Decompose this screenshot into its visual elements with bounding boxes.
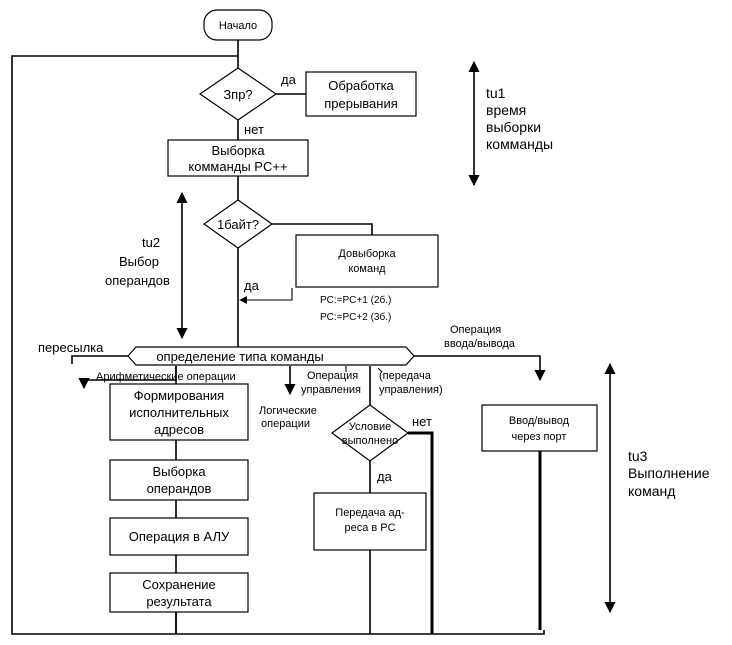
forwarding-label: пересылка	[38, 340, 104, 355]
fetch-operands-line1: Выборка	[152, 464, 206, 479]
pc-plus-two: PC:=PC+1 (2б.)	[320, 294, 391, 306]
additional-fetch-box: Довыборка команд	[295, 234, 439, 288]
tu2-line3: операндов	[105, 273, 170, 288]
io-port-line1: Ввод/вывод	[509, 415, 570, 427]
logical-operations-line2: операции	[261, 418, 310, 430]
transfer-address-line1: Передача ад-	[335, 507, 405, 519]
interrupt-yes-label: да	[281, 72, 297, 87]
io-port-box: Ввод/вывод через порт	[481, 404, 598, 452]
tu1-line1: tu1	[486, 85, 506, 101]
tu1-line2: время	[486, 102, 526, 118]
save-result-line2: результата	[146, 594, 212, 609]
io-port-line2: через порт	[512, 431, 567, 443]
tu1-line4: комманды	[486, 136, 553, 152]
time-arrows	[176, 60, 616, 614]
transfer-address-line2: реса в PC	[344, 522, 395, 534]
control-transfer-line2: управления)	[379, 384, 443, 396]
alu-operation-box: Операция в АЛУ	[109, 517, 249, 556]
pc-plus-three: PC:=PC+2 (3б.)	[320, 311, 391, 323]
interrupt-handling-line2: прерывания	[324, 96, 398, 111]
form-addresses-line3: адресов	[154, 422, 204, 437]
fetch-operands-line2: операндов	[147, 481, 212, 496]
form-addresses-line1: Формирования	[134, 388, 224, 403]
interrupt-handling-line1: Обработка	[328, 78, 394, 93]
condition-yes-label: да	[377, 469, 393, 484]
start-terminator: Начало	[203, 9, 273, 41]
fetch-operands-box: Выборка операндов	[109, 459, 249, 501]
connector-lines	[11, 40, 546, 635]
tu2-line2: Выбор	[119, 254, 159, 269]
tu1-annotation: tu1 время выборки комманды	[486, 85, 553, 152]
interrupt-handling-box: Обработка прерывания	[305, 71, 417, 117]
arithmetic-operations-label: Арифметические операции	[96, 371, 236, 383]
control-operation-line1: Операция	[307, 370, 358, 382]
control-operation-line2: управления	[301, 384, 361, 396]
fetch-command-line1: Выборка	[211, 143, 265, 158]
form-addresses-line2: исполнительных	[129, 405, 229, 420]
transfer-address-box: Передача ад- реса в PC	[313, 492, 427, 551]
tu3-annotation: tu3 Выполнение команд	[628, 448, 710, 499]
io-operation-line2: ввода/вывода	[444, 338, 516, 350]
tu3-line2: Выполнение	[628, 465, 710, 481]
tu2-annotation: tu2 Выбор операндов	[105, 235, 170, 288]
one-byte-yes-label: да	[244, 278, 260, 293]
io-operation-line1: Операция	[450, 324, 501, 336]
tu3-line1: tu3	[628, 448, 648, 464]
one-byte-decision: 1байт?	[202, 199, 274, 249]
condition-line2: выполнено	[342, 435, 398, 447]
interrupt-no-label: нет	[244, 122, 264, 137]
command-type-box: определение типа команды	[127, 346, 415, 366]
control-transfer-line1: (передача	[379, 370, 432, 382]
interrupt-decision: Зпр?	[198, 67, 278, 121]
start-label: Начало	[219, 20, 257, 32]
save-result-box: Сохранение результата	[109, 572, 249, 613]
save-result-line1: Сохранение	[142, 577, 216, 592]
fetch-command-line2: комманды PC++	[188, 159, 287, 174]
additional-fetch-line1: Довыборка	[338, 248, 396, 260]
condition-line1: Условие	[349, 421, 392, 433]
condition-no-label: нет	[412, 414, 432, 429]
alu-operation-label: Операция в АЛУ	[129, 529, 230, 544]
tu3-line3: команд	[628, 483, 675, 499]
logical-operations-line1: Логические	[259, 405, 317, 417]
condition-decision: Условие выполнено	[330, 404, 410, 462]
tu2-line1: tu2	[142, 235, 160, 250]
fetch-command-box: Выборка комманды PC++	[167, 139, 309, 177]
one-byte-decision-label: 1байт?	[217, 217, 259, 232]
command-type-label: определение типа команды	[156, 349, 323, 364]
form-addresses-box: Формирования исполнительных адресов	[109, 383, 249, 441]
interrupt-decision-label: Зпр?	[223, 87, 252, 102]
additional-fetch-line2: команд	[348, 263, 386, 275]
tu1-line3: выборки	[486, 119, 541, 135]
